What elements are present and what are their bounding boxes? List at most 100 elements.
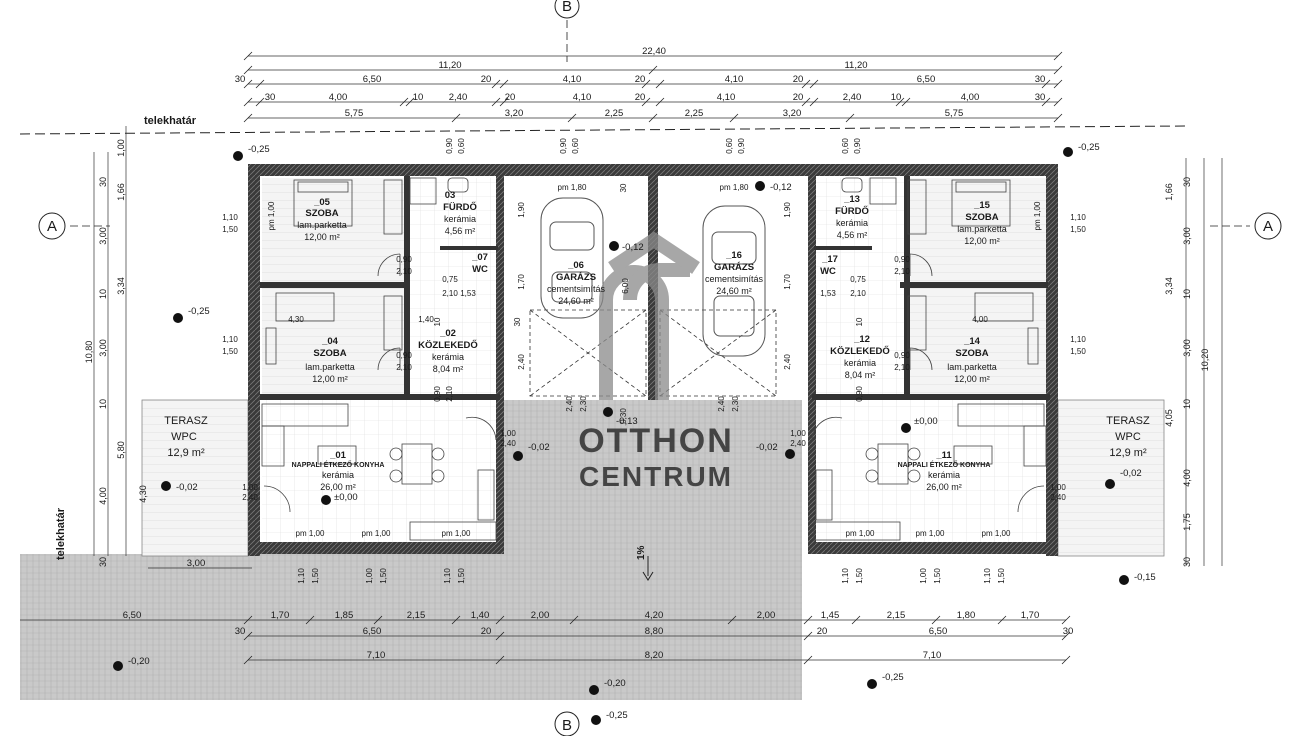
dim-right: 4,05 xyxy=(1164,409,1174,427)
opening-dim: 2,10 xyxy=(445,386,454,402)
opening-dim: 1,40 xyxy=(418,315,434,324)
dim-bottom-r1: 1,45 xyxy=(821,610,840,621)
floor-left-living xyxy=(262,400,500,542)
opening-dim: 0,30 xyxy=(619,408,628,424)
opening-dim: 0,90 xyxy=(396,255,412,264)
opening-dim: 2,40 xyxy=(717,396,726,412)
room-area: 8,04 m² xyxy=(433,364,464,374)
opening-dim: 1,50 xyxy=(311,568,320,584)
dim-left: 30 xyxy=(98,177,108,187)
room-name: GARÁZS xyxy=(714,262,754,273)
dim-left: 4,00 xyxy=(98,487,108,505)
terrace-right-material: WPC xyxy=(1115,431,1141,443)
dim-top-r3: 20 xyxy=(793,74,804,85)
opening-dim: 2,30 xyxy=(579,396,588,412)
room-id: _02 xyxy=(439,328,456,339)
opening-dim: 30 xyxy=(619,183,628,192)
room-area: 4,56 m² xyxy=(445,226,476,236)
dim-right: 10 xyxy=(1182,399,1192,409)
opening-dim: 1,00 xyxy=(919,568,928,584)
room-label-12: _12 KÖZLEKEDŐ kerámia 8,04 m² xyxy=(830,334,890,380)
dim-top-r3: 20 xyxy=(481,74,492,85)
room-name: WC xyxy=(820,266,836,277)
opening-dim: 1,70 xyxy=(783,274,792,290)
dim-bottom-r3: 7,10 xyxy=(367,650,386,661)
room-floor: lam.parketta xyxy=(947,362,997,372)
room-name: FÜRDŐ xyxy=(443,201,477,213)
dim-bottom-r1: 2,15 xyxy=(887,610,906,621)
room-name: FÜRDŐ xyxy=(835,205,869,217)
opening-dim: 0,90 xyxy=(853,138,862,154)
dim-bottom-r2: 20 xyxy=(817,626,828,637)
opening-dim: 2,30 xyxy=(731,396,740,412)
dim-left: 1,66 xyxy=(116,183,126,201)
terrace-left-area xyxy=(141,399,249,557)
opening-dim: 0,75 xyxy=(850,275,866,284)
room-label-02: _02 KÖZLEKEDŐ kerámia 8,04 m² xyxy=(418,328,478,374)
opening-dim: pm 1,00 xyxy=(1033,201,1042,230)
room-name: NAPPALI ÉTKEZŐ KONYHA xyxy=(292,460,385,469)
opening-annotations: 0,90 0,60 0,90 0,60 0,60 0,90 0,60 0,90 … xyxy=(222,138,1086,584)
opening-dim: 1,50 xyxy=(997,568,1006,584)
floor-right-bath xyxy=(814,178,904,396)
opening-dim: 2,40 xyxy=(517,354,526,370)
level-value: -0,02 xyxy=(756,442,778,453)
opening-dim: pm 1,80 xyxy=(720,183,749,192)
room-name: KÖZLEKEDŐ xyxy=(418,339,478,351)
building-inner-walls xyxy=(260,176,1050,400)
room-label-14: _14 SZOBA lam.parketta 12,00 m² xyxy=(947,336,997,384)
terrace-left-label: TERASZ WPC 12,9 m² xyxy=(164,415,208,459)
room-floor: kerámia xyxy=(444,214,476,224)
dim-bottom-r1: 1,80 xyxy=(957,610,976,621)
room-floor: lam.parketta xyxy=(305,362,355,372)
terrace-left-name: TERASZ xyxy=(164,415,208,427)
dim-bottom-r1: 1,40 xyxy=(471,610,490,621)
opening-dim: 1,90 xyxy=(517,202,526,218)
dim-right: 1,66 xyxy=(1164,183,1174,201)
dim-bottom-r2: 6,50 xyxy=(929,626,948,637)
garage-right-door xyxy=(659,309,777,397)
property-boundary-line xyxy=(19,125,1186,135)
level-value: -0,02 xyxy=(528,442,550,453)
room-area: 24,60 m² xyxy=(558,296,594,306)
section-marker-top: B xyxy=(562,0,572,15)
floor-right-living xyxy=(812,400,1050,542)
dim-left: 4,30 xyxy=(138,485,148,503)
level-value: -0,25 xyxy=(882,672,904,683)
dim-left: 3,00 xyxy=(98,227,108,245)
room-label-13: _13 FÜRDŐ kerámia 4,56 m² xyxy=(835,194,869,240)
opening-dim: 1,00 xyxy=(1050,483,1066,492)
dim-top-r3: 4,10 xyxy=(563,74,582,85)
dim-right: 3,34 xyxy=(1164,277,1174,295)
opening-dim: 1,10 xyxy=(443,568,452,584)
dim-top-r4: 2,40 xyxy=(449,92,468,103)
watermark-line-2: CENTRUM xyxy=(579,461,733,492)
room-id: _15 xyxy=(973,200,991,211)
room-id: _04 xyxy=(321,336,339,347)
room-name: SZOBA xyxy=(965,212,998,223)
room-id: _14 xyxy=(963,336,981,347)
paved-area-left xyxy=(20,554,802,700)
opening-dim: 1,10 xyxy=(983,568,992,584)
garage-left-door xyxy=(529,309,647,397)
dim-top-r4: 30 xyxy=(265,92,276,103)
car-left-icon xyxy=(540,197,604,319)
dim-top-r3: 4,10 xyxy=(725,74,744,85)
level-markers xyxy=(113,147,1129,725)
opening-dim: 1,50 xyxy=(379,568,388,584)
room-name: GARÁZS xyxy=(556,272,596,283)
section-marker-bottom: B xyxy=(562,717,572,734)
dim-top-r4: 4,10 xyxy=(717,92,736,103)
opening-dim: 1,00 xyxy=(500,429,516,438)
opening-dim: 2,10 xyxy=(850,289,866,298)
opening-dim: 1,50 xyxy=(1070,225,1086,234)
room-area: 12,00 m² xyxy=(312,374,348,384)
dim-bottom-r3: 7,10 xyxy=(923,650,942,661)
room-id: _17 xyxy=(821,254,838,265)
room-label-05: _05 SZOBA lam.parketta 12,00 m² xyxy=(297,197,347,242)
room-id: _07 xyxy=(471,252,488,263)
opening-dim: 0,60 xyxy=(725,138,734,154)
watermark-logo xyxy=(599,231,700,400)
dim-top-r5: 2,25 xyxy=(605,108,624,119)
